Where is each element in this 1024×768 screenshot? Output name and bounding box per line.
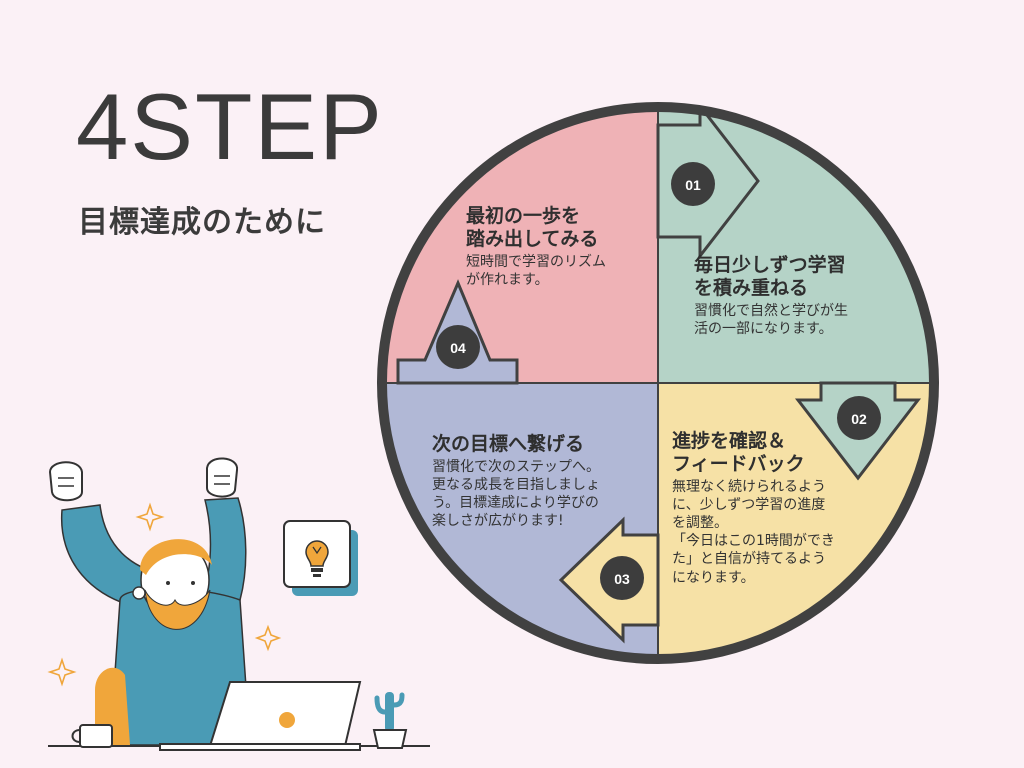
sub-title: 目標達成のために: [78, 205, 326, 240]
step-02-body: 無理なく続けられるよう に、少しずつ学習の進度 を調整。 「今日はこの1時間がで…: [672, 478, 835, 586]
step-03-heading: 次の目標へ繋げる: [432, 433, 585, 455]
step-01-text: 毎日少しずつ学習 を積み重ねる 習慣化で自然と学びが生 活の一部になります。: [694, 254, 894, 338]
badge-03-label: 03: [614, 571, 630, 587]
person-illustration: [48, 457, 251, 746]
badge-04-label: 04: [450, 340, 466, 356]
step-01-body: 習慣化で自然と学びが生 活の一部になります。: [694, 302, 848, 337]
badge-03: 03: [600, 556, 644, 600]
lightbulb-icon: [283, 520, 358, 596]
main-title: 4STEP: [76, 74, 384, 179]
step-04-body: 短時間で学習のリズム が作れます。: [466, 253, 606, 288]
outer-ring: [377, 102, 939, 664]
badge-02: 02: [837, 396, 881, 440]
badge-04: 04: [436, 325, 480, 369]
badge-01-label: 01: [685, 177, 701, 193]
step-04-heading: 最初の一歩を 踏み出してみる: [466, 205, 599, 250]
laptop-icon: [159, 681, 362, 751]
sparkle-icon: [47, 502, 282, 687]
step-03-body: 習慣化で次のステップへ。 更なる成長を目指しましょ う。目標達成により学びの 楽…: [432, 458, 600, 530]
cactus-icon: [372, 692, 408, 749]
step-02-heading: 進捗を確認＆ フィードバック: [672, 430, 805, 475]
step-03-text: 次の目標へ繋げる 習慣化で次のステップへ。 更なる成長を目指しましょ う。目標達…: [432, 433, 647, 531]
badge-02-label: 02: [851, 411, 867, 427]
step-01-heading: 毎日少しずつ学習 を積み重ねる: [694, 254, 846, 299]
badge-01: 01: [671, 162, 715, 206]
step-04-text: 最初の一歩を 踏み出してみる 短時間で学習のリズム が作れます。: [466, 205, 656, 289]
mug-icon: [71, 724, 113, 748]
step-02-text: 進捗を確認＆ フィードバック 無理なく続けられるよう に、少しずつ学習の進度 を…: [672, 430, 872, 587]
